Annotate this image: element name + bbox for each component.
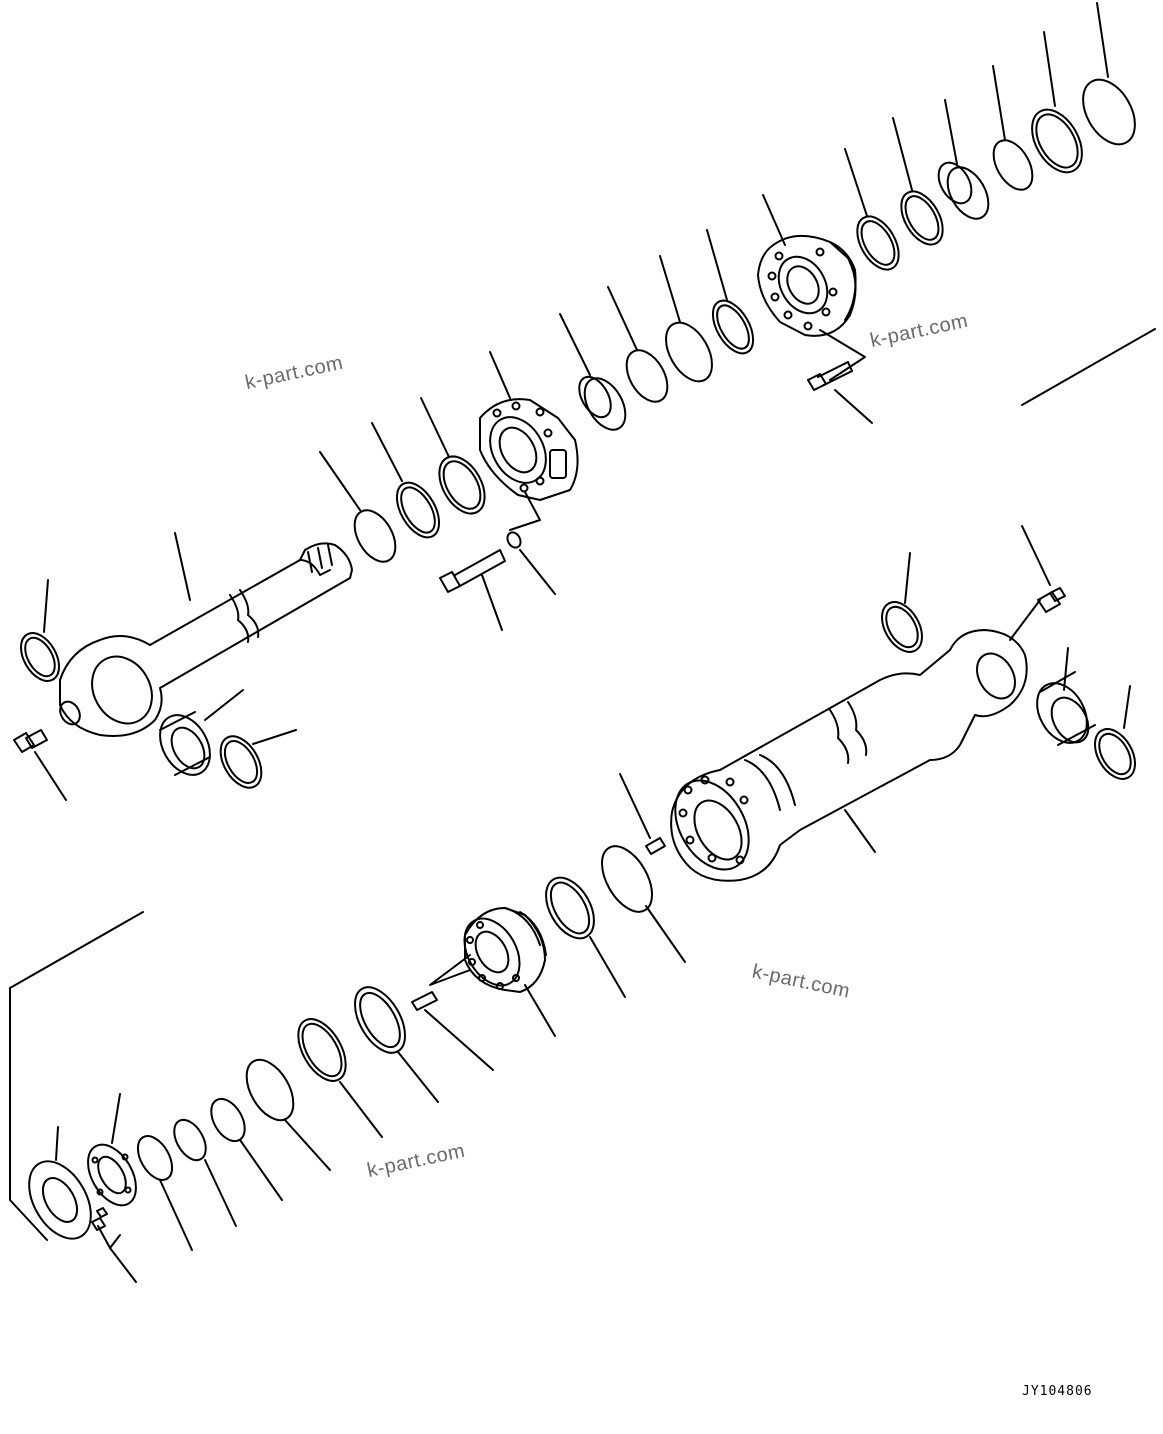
snap-ring-lower <box>131 1130 192 1250</box>
piston-ring-part <box>592 838 685 962</box>
dust-seal-right-top <box>874 553 930 659</box>
lock-plate-part <box>78 1094 146 1214</box>
o-ring-lower <box>168 1114 236 1226</box>
small-bolt-part <box>92 1208 136 1282</box>
washer-part <box>505 530 555 594</box>
bolt-part-upper <box>808 330 872 423</box>
rod-seal-part <box>372 423 448 544</box>
group-boundary-line-upper <box>1022 329 1155 405</box>
wear-ring-part <box>705 230 762 360</box>
snap-ring-part <box>986 66 1041 196</box>
seal-ring-part-1 <box>893 118 951 252</box>
set-screw-part <box>620 774 665 854</box>
seal-ring-left <box>212 729 296 794</box>
cylinder-tube-part <box>660 630 1026 883</box>
ring-part-1 <box>1072 3 1145 153</box>
piston-seal-lower <box>289 1011 382 1137</box>
group-boundary-line-lower <box>10 912 143 1240</box>
backup-ring-lower-1 <box>237 1052 330 1170</box>
backup-ring-part <box>657 256 722 389</box>
grease-fitting-part-right <box>1010 526 1065 640</box>
piston-seal-part <box>608 287 676 409</box>
bushing-part-mid <box>560 314 634 437</box>
cylinder-head-part <box>758 195 856 336</box>
drawing-code-label: JY104806 <box>1022 1384 1093 1399</box>
dust-seal-part <box>421 398 494 521</box>
slide-ring-part <box>536 869 625 997</box>
dust-seal-right <box>1087 686 1143 786</box>
bolt-part-mid <box>440 550 505 630</box>
bushing-part-right <box>1027 648 1097 752</box>
pin-part <box>412 955 493 1070</box>
bushing-part-left <box>150 690 243 784</box>
piston-part <box>453 908 555 1036</box>
ring-part-2 <box>1022 32 1092 181</box>
rod-gland-part <box>479 352 578 530</box>
piston-rod-part <box>56 533 352 736</box>
dust-seal-small-part <box>13 580 67 688</box>
backup-ring-lower-2 <box>204 1093 282 1200</box>
buffer-ring-part <box>320 452 404 569</box>
bushing-part-upper <box>932 100 997 226</box>
nut-part <box>16 1127 103 1249</box>
grease-fitting-part-left <box>14 730 66 800</box>
wear-ring-lower <box>345 979 438 1102</box>
seal-ring-part-2 <box>845 149 907 277</box>
